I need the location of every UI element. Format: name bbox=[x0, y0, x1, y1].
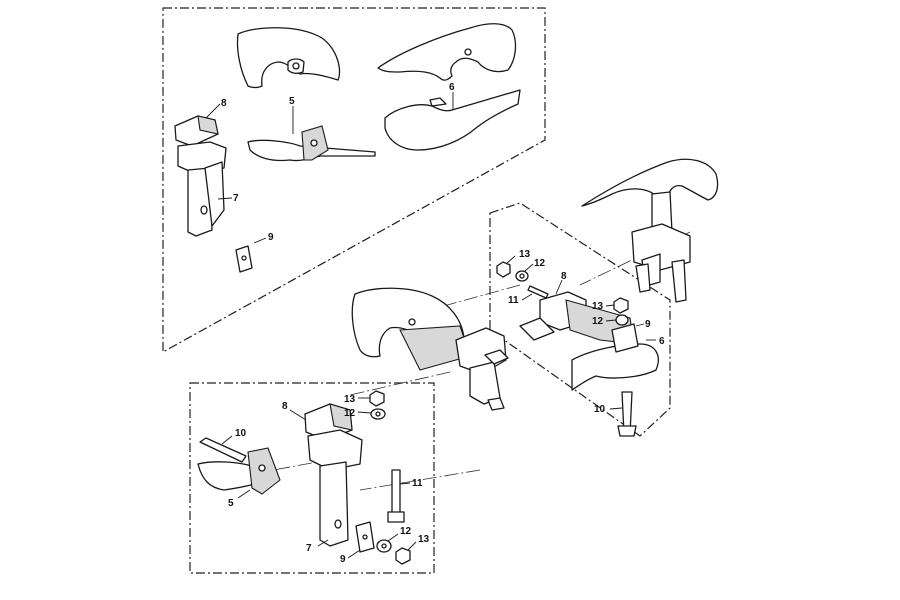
callout-7: 7 bbox=[306, 543, 312, 554]
callout-13: 13 bbox=[418, 534, 430, 545]
callout-10: 10 bbox=[594, 404, 606, 415]
callout-8: 8 bbox=[561, 271, 567, 282]
callout-13: 13 bbox=[592, 301, 604, 312]
callout-12: 12 bbox=[534, 258, 546, 269]
callout-9: 9 bbox=[340, 554, 346, 565]
callout-10: 10 bbox=[235, 428, 247, 439]
bolt-11-icon bbox=[527, 285, 549, 299]
callout-8: 8 bbox=[221, 98, 227, 109]
bottom-frame-callouts: 13 12 8 10 11 5 7 9 12 13 bbox=[221, 394, 430, 565]
callout-13: 13 bbox=[519, 249, 531, 260]
callout-9: 9 bbox=[645, 319, 651, 330]
callout-9: 9 bbox=[268, 232, 274, 243]
callout-5: 5 bbox=[289, 96, 295, 107]
bottom-frame-parts bbox=[197, 390, 411, 565]
callout-5: 5 bbox=[228, 498, 234, 509]
top-frame-callouts: 8 5 6 7 9 bbox=[205, 82, 455, 244]
callout-6: 6 bbox=[659, 336, 665, 347]
part-5-blade-large bbox=[236, 27, 341, 89]
callout-11: 11 bbox=[508, 295, 519, 306]
part-9-plate bbox=[235, 245, 253, 273]
callout-6: 6 bbox=[449, 82, 455, 93]
center-assembly bbox=[351, 287, 509, 411]
top-frame bbox=[162, 7, 546, 354]
callout-11: 11 bbox=[412, 478, 423, 489]
callout-12: 12 bbox=[344, 408, 356, 419]
callout-12: 12 bbox=[400, 526, 412, 537]
right-upper-assembly bbox=[581, 158, 719, 303]
part-7-8-shank bbox=[174, 115, 227, 237]
bolt-11-icon bbox=[391, 469, 401, 515]
part-6-blade-upper bbox=[377, 23, 517, 81]
callout-12: 12 bbox=[592, 316, 604, 327]
callout-8: 8 bbox=[282, 401, 288, 412]
nut-13-icon bbox=[369, 390, 385, 407]
bolt-10-icon bbox=[199, 437, 247, 463]
right-frame-parts bbox=[496, 261, 659, 437]
part-5-blade-small bbox=[247, 125, 376, 162]
right-frame bbox=[489, 202, 671, 437]
right-frame-callouts: 13 12 8 11 13 12 9 6 10 bbox=[505, 249, 665, 415]
nut-13-icon bbox=[496, 261, 511, 278]
callout-13: 13 bbox=[344, 394, 356, 405]
part-6-blade-lower bbox=[384, 89, 521, 151]
callout-7: 7 bbox=[233, 193, 239, 204]
bottom-frame bbox=[189, 382, 435, 574]
